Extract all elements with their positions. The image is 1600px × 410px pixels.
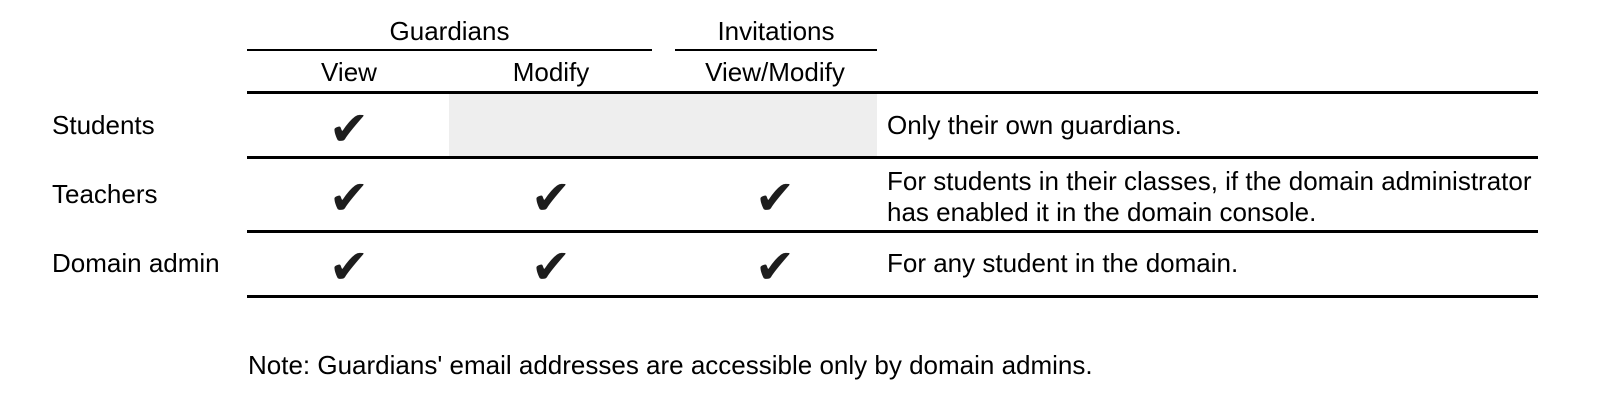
row-label-teachers: Teachers: [52, 179, 158, 209]
row-description: Only their own guardians.: [887, 110, 1182, 140]
check-icon: ✔: [754, 170, 796, 226]
column-header-modify: Modify: [512, 57, 590, 87]
check-icon: ✔: [328, 170, 370, 226]
invitations-underline: [675, 49, 877, 51]
footnote: Note: Guardians' email addresses are acc…: [248, 350, 1093, 380]
students-disabled-cells: [449, 94, 877, 156]
row-description: For any student in the domain.: [887, 248, 1239, 278]
group-header-invitations: Invitations: [717, 16, 835, 46]
check-icon: ✔: [530, 239, 572, 295]
guardians-underline: [247, 49, 652, 51]
column-header-view: View: [321, 57, 377, 87]
group-header-guardians: Guardians: [389, 16, 510, 46]
row-divider: [247, 91, 1538, 94]
row-label-domain-admin: Domain admin: [52, 248, 220, 278]
row-label-students: Students: [52, 110, 155, 140]
column-header-view-modify: View/Modify: [705, 57, 845, 87]
row-divider: [247, 156, 1538, 159]
row-divider: [247, 230, 1538, 233]
check-icon: ✔: [530, 170, 572, 226]
check-icon: ✔: [754, 239, 796, 295]
row-divider: [247, 295, 1538, 298]
check-icon: ✔: [328, 101, 370, 157]
check-icon: ✔: [328, 239, 370, 295]
row-description: For students in their classes, if the do…: [887, 166, 1532, 227]
